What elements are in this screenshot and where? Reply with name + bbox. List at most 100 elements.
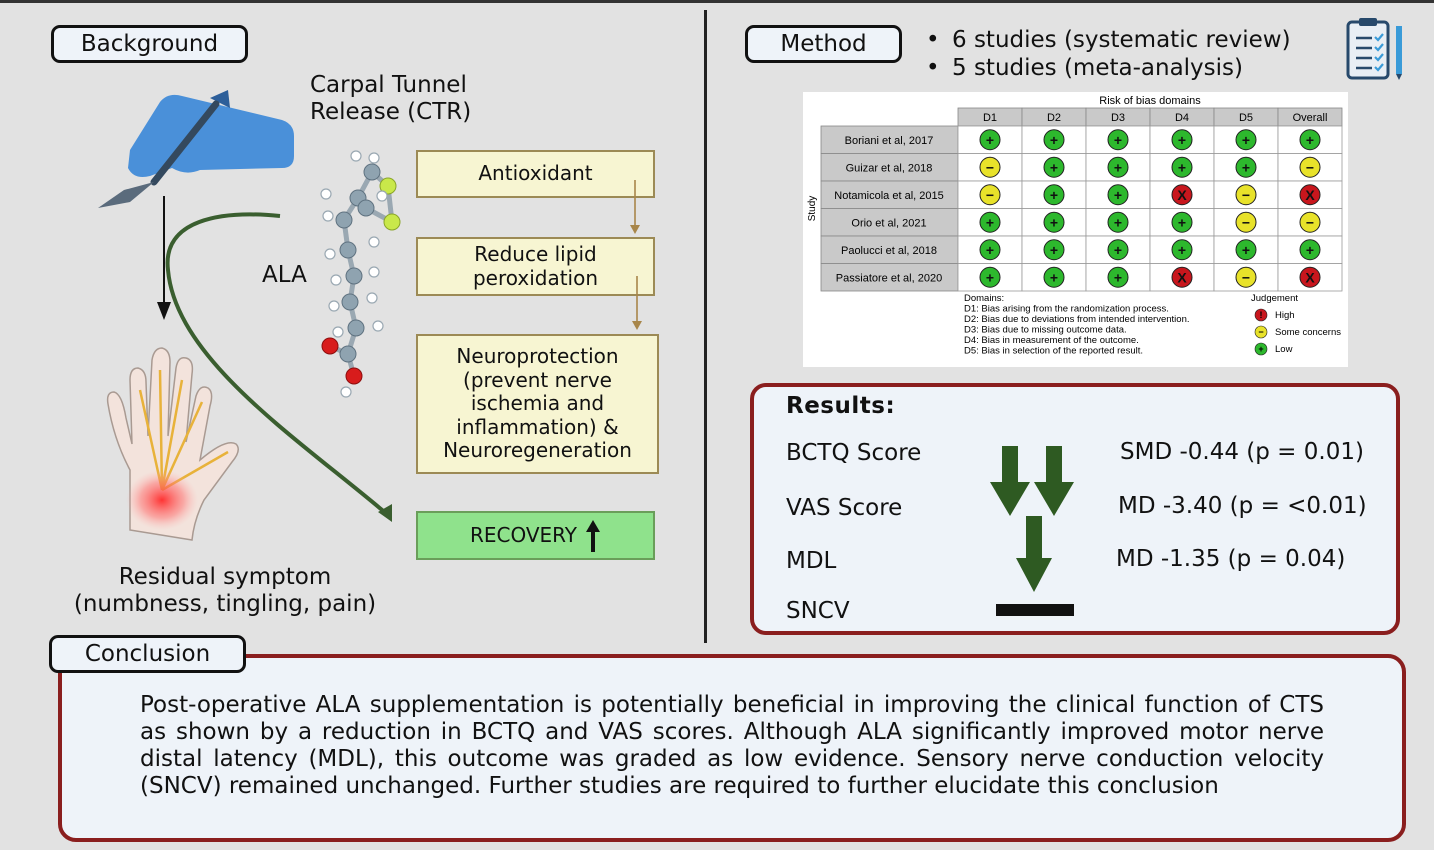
- rob-judgement-low-icon: [1043, 266, 1065, 288]
- legend-symbol: +: [1258, 344, 1263, 354]
- rob-judgement-symbol: +: [986, 242, 994, 258]
- rob-domain-definition: D3: Bias due to missing outcome data.: [964, 325, 1127, 336]
- rob-judgement-symbol: X: [1305, 187, 1315, 203]
- rob-judgement-low-icon: [979, 239, 1001, 261]
- rob-column-header: D5: [1239, 112, 1253, 124]
- residual-line2: (numbness, tingling, pain): [73, 591, 377, 618]
- rob-domain-definition: D1: Bias arising from the randomization …: [964, 304, 1169, 315]
- conclusion-panel: [58, 654, 1406, 842]
- rob-column-header: D1: [983, 112, 997, 124]
- lipid-peroxidation-box: Reduce lipid peroxidation: [416, 237, 655, 296]
- palm-with-pain-icon: [106, 347, 239, 541]
- rob-column-header: D4: [1175, 112, 1189, 124]
- rob-judgement-low-icon: [979, 266, 1001, 288]
- neuroprotection-line: ischemia and: [470, 391, 605, 416]
- rob-judgement-low-icon: [1043, 129, 1065, 151]
- rob-judgement-title: Judgement: [1251, 293, 1298, 304]
- rob-judgement-symbol: +: [1242, 242, 1250, 258]
- rob-domain-definition: D2: Bias due to deviations from intended…: [964, 314, 1190, 325]
- legend-label: High: [1275, 310, 1295, 321]
- result-label-mdl: MDL: [786, 548, 837, 574]
- rob-judgement-symbol: +: [1050, 187, 1058, 203]
- neuroprotection-line: inflammation) &: [456, 414, 619, 439]
- ala-molecule-icon: [320, 150, 401, 398]
- rob-judgement-low-icon: [1235, 156, 1257, 178]
- rob-judgement-low-icon: [1107, 156, 1129, 178]
- rob-judgement-low-icon: [1171, 156, 1193, 178]
- result-value-mdl: MD -1.35 (p = 0.04): [1116, 546, 1346, 572]
- rob-judgement-low-icon: [1043, 156, 1065, 178]
- rob-domain-definition: D4: Bias in measurement of the outcome.: [964, 335, 1139, 346]
- antioxidant-box: Antioxidant: [416, 150, 655, 198]
- rob-judgement-symbol: +: [1050, 269, 1058, 285]
- background-label: Background: [51, 25, 248, 63]
- flow-arrow-1: [630, 180, 640, 234]
- rob-study-name: Notamicola et al, 2015: [834, 190, 943, 202]
- neuroprotection-line: Neuroprotection: [456, 344, 619, 369]
- method-bullet-1: 6 studies (systematic review): [926, 26, 1291, 54]
- result-label-bctq: BCTQ Score: [786, 440, 922, 466]
- rob-judgement-symbol: −: [1242, 269, 1250, 285]
- rob-judgement-symbol: −: [986, 187, 994, 203]
- result-value-vas: MD -3.40 (p = <0.01): [1118, 493, 1367, 519]
- rob-judgement-low-icon: [1107, 211, 1129, 233]
- rob-judgement-symbol: +: [986, 214, 994, 230]
- rob-study-name: Paolucci et al, 2018: [841, 245, 937, 257]
- conclusion-label: Conclusion: [49, 635, 246, 673]
- rob-judgement-symbol: +: [986, 269, 994, 285]
- result-value-bctq: SMD -0.44 (p = 0.01): [1120, 439, 1364, 465]
- rob-judgement-low-icon: [1043, 184, 1065, 206]
- rob-study-name: Passiatore et al, 2020: [836, 272, 942, 284]
- rob-judgement-low-icon: [979, 211, 1001, 233]
- rob-judgement-symbol: +: [986, 132, 994, 148]
- rob-judgement-low-icon: [1107, 129, 1129, 151]
- rob-judgement-symbol: −: [1242, 187, 1250, 203]
- legend-low-icon: [1254, 342, 1268, 356]
- rob-judgement-low-icon: [1043, 239, 1065, 261]
- results-title: Results:: [786, 393, 896, 419]
- rob-judgement-some-icon: [1299, 156, 1321, 178]
- rob-judgement-symbol: X: [1177, 187, 1187, 203]
- rob-judgement-symbol: +: [1114, 214, 1122, 230]
- legend-some-icon: [1254, 325, 1268, 339]
- rob-judgement-high-icon: [1171, 184, 1193, 206]
- rob-judgement-symbol: −: [1306, 214, 1314, 230]
- surgeon-hand-scalpel-icon: [98, 90, 294, 208]
- rob-judgement-symbol: +: [1114, 242, 1122, 258]
- rob-study-name: Boriani et al, 2017: [845, 135, 934, 147]
- rob-domain-definition: D5: Bias in selection of the reported re…: [964, 346, 1143, 357]
- decrease-arrow-vas: [1034, 446, 1074, 516]
- rob-study-name: Orio et al, 2021: [851, 217, 926, 229]
- residual-line1: Residual symptom: [118, 564, 332, 590]
- rob-judgement-symbol: +: [1050, 242, 1058, 258]
- results-effect-arrows: [990, 446, 1074, 616]
- method-label: Method: [745, 25, 902, 63]
- rob-axis-label: Study: [807, 196, 818, 222]
- decrease-arrow-mdl: [1016, 516, 1052, 592]
- legend-label: Low: [1275, 344, 1293, 355]
- rob-judgement-symbol: +: [1114, 159, 1122, 175]
- section-divider: [704, 10, 707, 643]
- rob-judgement-symbol: +: [1114, 187, 1122, 203]
- legend-symbol: −: [1258, 327, 1263, 337]
- rob-judgement-symbol: X: [1177, 269, 1187, 285]
- rob-judgement-some-icon: [979, 156, 1001, 178]
- top-border-line: [0, 0, 1434, 3]
- ctr-label-line1: Carpal Tunnel: [310, 72, 467, 98]
- rob-judgement-symbol: +: [1114, 132, 1122, 148]
- rob-column-header: D3: [1111, 112, 1125, 124]
- rob-judgement-low-icon: [1299, 129, 1321, 151]
- rob-judgement-symbol: X: [1305, 269, 1315, 285]
- result-label-sncv: SNCV: [786, 598, 850, 624]
- rob-judgement-low-icon: [1171, 129, 1193, 151]
- lipid-line1: Reduce lipid: [474, 241, 597, 266]
- rob-judgement-low-icon: [1107, 184, 1129, 206]
- clipboard-icon: [1346, 18, 1402, 80]
- rob-judgement-symbol: +: [1242, 132, 1250, 148]
- rob-judgement-symbol: +: [1050, 132, 1058, 148]
- method-bullet-2: 5 studies (meta-analysis): [926, 54, 1291, 82]
- up-arrow-icon: [586, 519, 601, 552]
- lipid-line2: peroxidation: [472, 265, 599, 290]
